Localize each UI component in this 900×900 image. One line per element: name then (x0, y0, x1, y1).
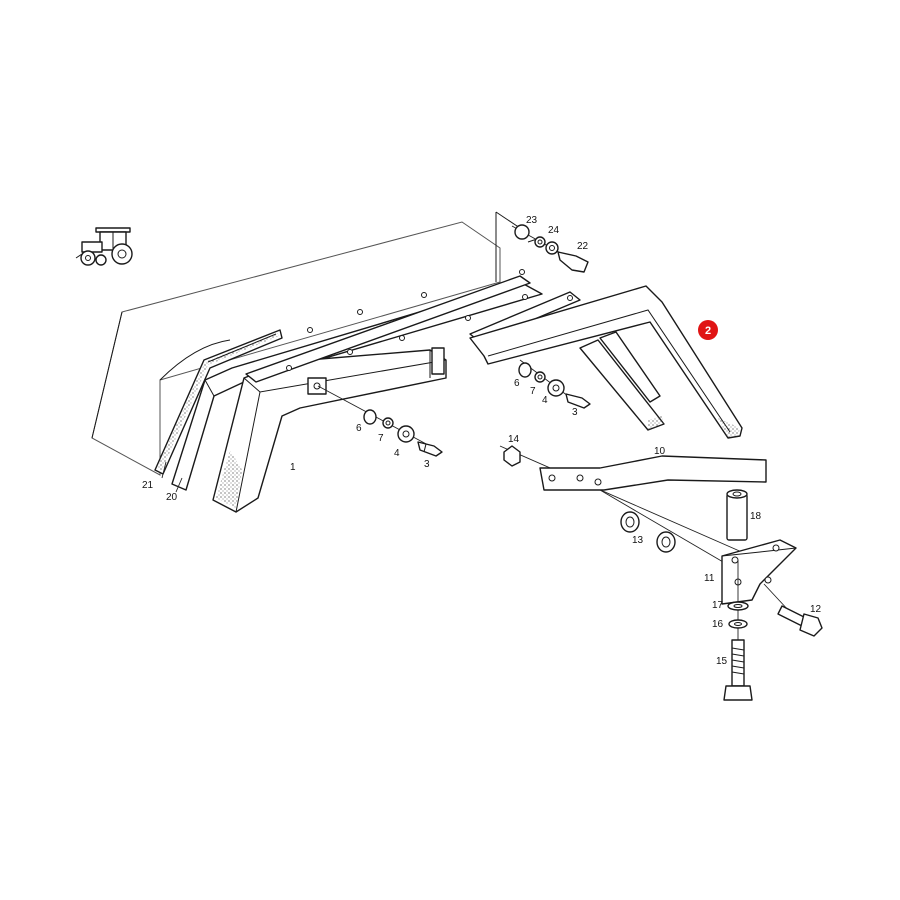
fastener-set-lower (317, 385, 443, 457)
label-12: 12 (810, 604, 822, 615)
label-14: 14 (508, 434, 520, 445)
badge-circle (698, 320, 718, 340)
label-23: 23 (526, 215, 538, 226)
tractor-icon (75, 227, 133, 266)
part-20-inner-panel (171, 281, 543, 491)
label-leaders (161, 461, 183, 493)
label-17: 17 (712, 600, 724, 611)
label-4-upper: 4 (542, 395, 548, 406)
label-21: 21 (142, 480, 154, 491)
fastener-set-top (511, 224, 589, 273)
label-3-lower: 3 (424, 459, 430, 470)
label-20: 20 (166, 492, 178, 503)
label-18: 18 (750, 511, 762, 522)
item-badge: 2 (698, 320, 718, 340)
label-24: 24 (548, 225, 560, 236)
label-3-upper: 3 (572, 407, 578, 418)
label-22: 22 (577, 241, 589, 252)
badge-label: 2 (705, 325, 711, 337)
label-10: 10 (654, 446, 666, 457)
fender-body-outline (91, 221, 501, 476)
label-6-upper: 6 (514, 378, 520, 389)
label-1: 1 (290, 462, 296, 473)
vertical-bolt-stack (723, 560, 753, 701)
label-7-upper: 7 (530, 386, 536, 397)
part-10-support-arm (539, 455, 767, 491)
label-7-lower: 7 (378, 433, 384, 444)
label-4-lower: 4 (394, 448, 400, 459)
label-13: 13 (632, 535, 644, 546)
fastener-set-upper (518, 359, 591, 409)
part-13-bushings (599, 489, 731, 567)
part-labels: 1 6 7 4 3 6 7 4 3 10 11 12 13 14 15 16 1… (142, 215, 822, 667)
label-6-lower: 6 (356, 423, 362, 434)
part-11-bracket (721, 539, 797, 605)
part-14-nut (499, 445, 761, 561)
part-12-bolt (763, 583, 823, 637)
label-16: 16 (712, 619, 724, 630)
label-15: 15 (716, 656, 728, 667)
rear-fender-frame (469, 285, 743, 439)
rail-holes (286, 269, 573, 371)
part-18-spacer (726, 489, 748, 541)
label-11: 11 (704, 573, 715, 584)
